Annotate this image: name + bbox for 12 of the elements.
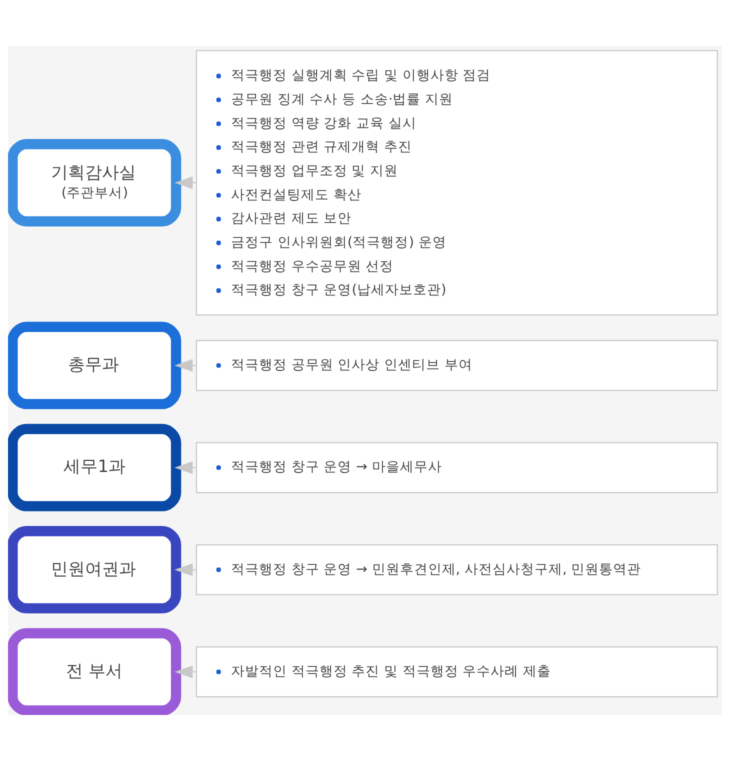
node-box: 적극행정 공무원 인사상 인센티브 부여 [196,339,718,390]
node-box: 총무과 [8,321,182,409]
arrow [174,176,196,189]
node-box: 적극행정 창구 운영 → 민원후견인제, 사전심사청구제, 민원통역관 [196,544,718,595]
arrow [174,562,196,576]
node-box: 적극행정 창구 운영 → 마을세무사 [196,442,718,493]
node-box: 기획감사실 (주관부서) [8,138,182,226]
node-box: 세무1과 [8,423,182,511]
node-box: 자발적인 적극행정 추진 및 적극행정 우수사례 제출 [196,646,718,697]
node-box: 적극행정 실행계획 수립 및 이행사항 점검 공무원 징계 수사 등 소송·법률 지원 적극행정 역량 강화 교육 실시 적극행정 관련 규제개혁 추진 적극행정 업무조정 및 지원 사전컨설팅제도 확산 감사관련 제도 보안 금정구 인사위원회(적극행정) 운영 적극행정 우수공무원 선정 적극행정 창구 운영(납세자보호관) [196,49,718,316]
node-box: 민원여권과 [8,526,182,613]
node-box: 전 부서 [8,628,182,714]
